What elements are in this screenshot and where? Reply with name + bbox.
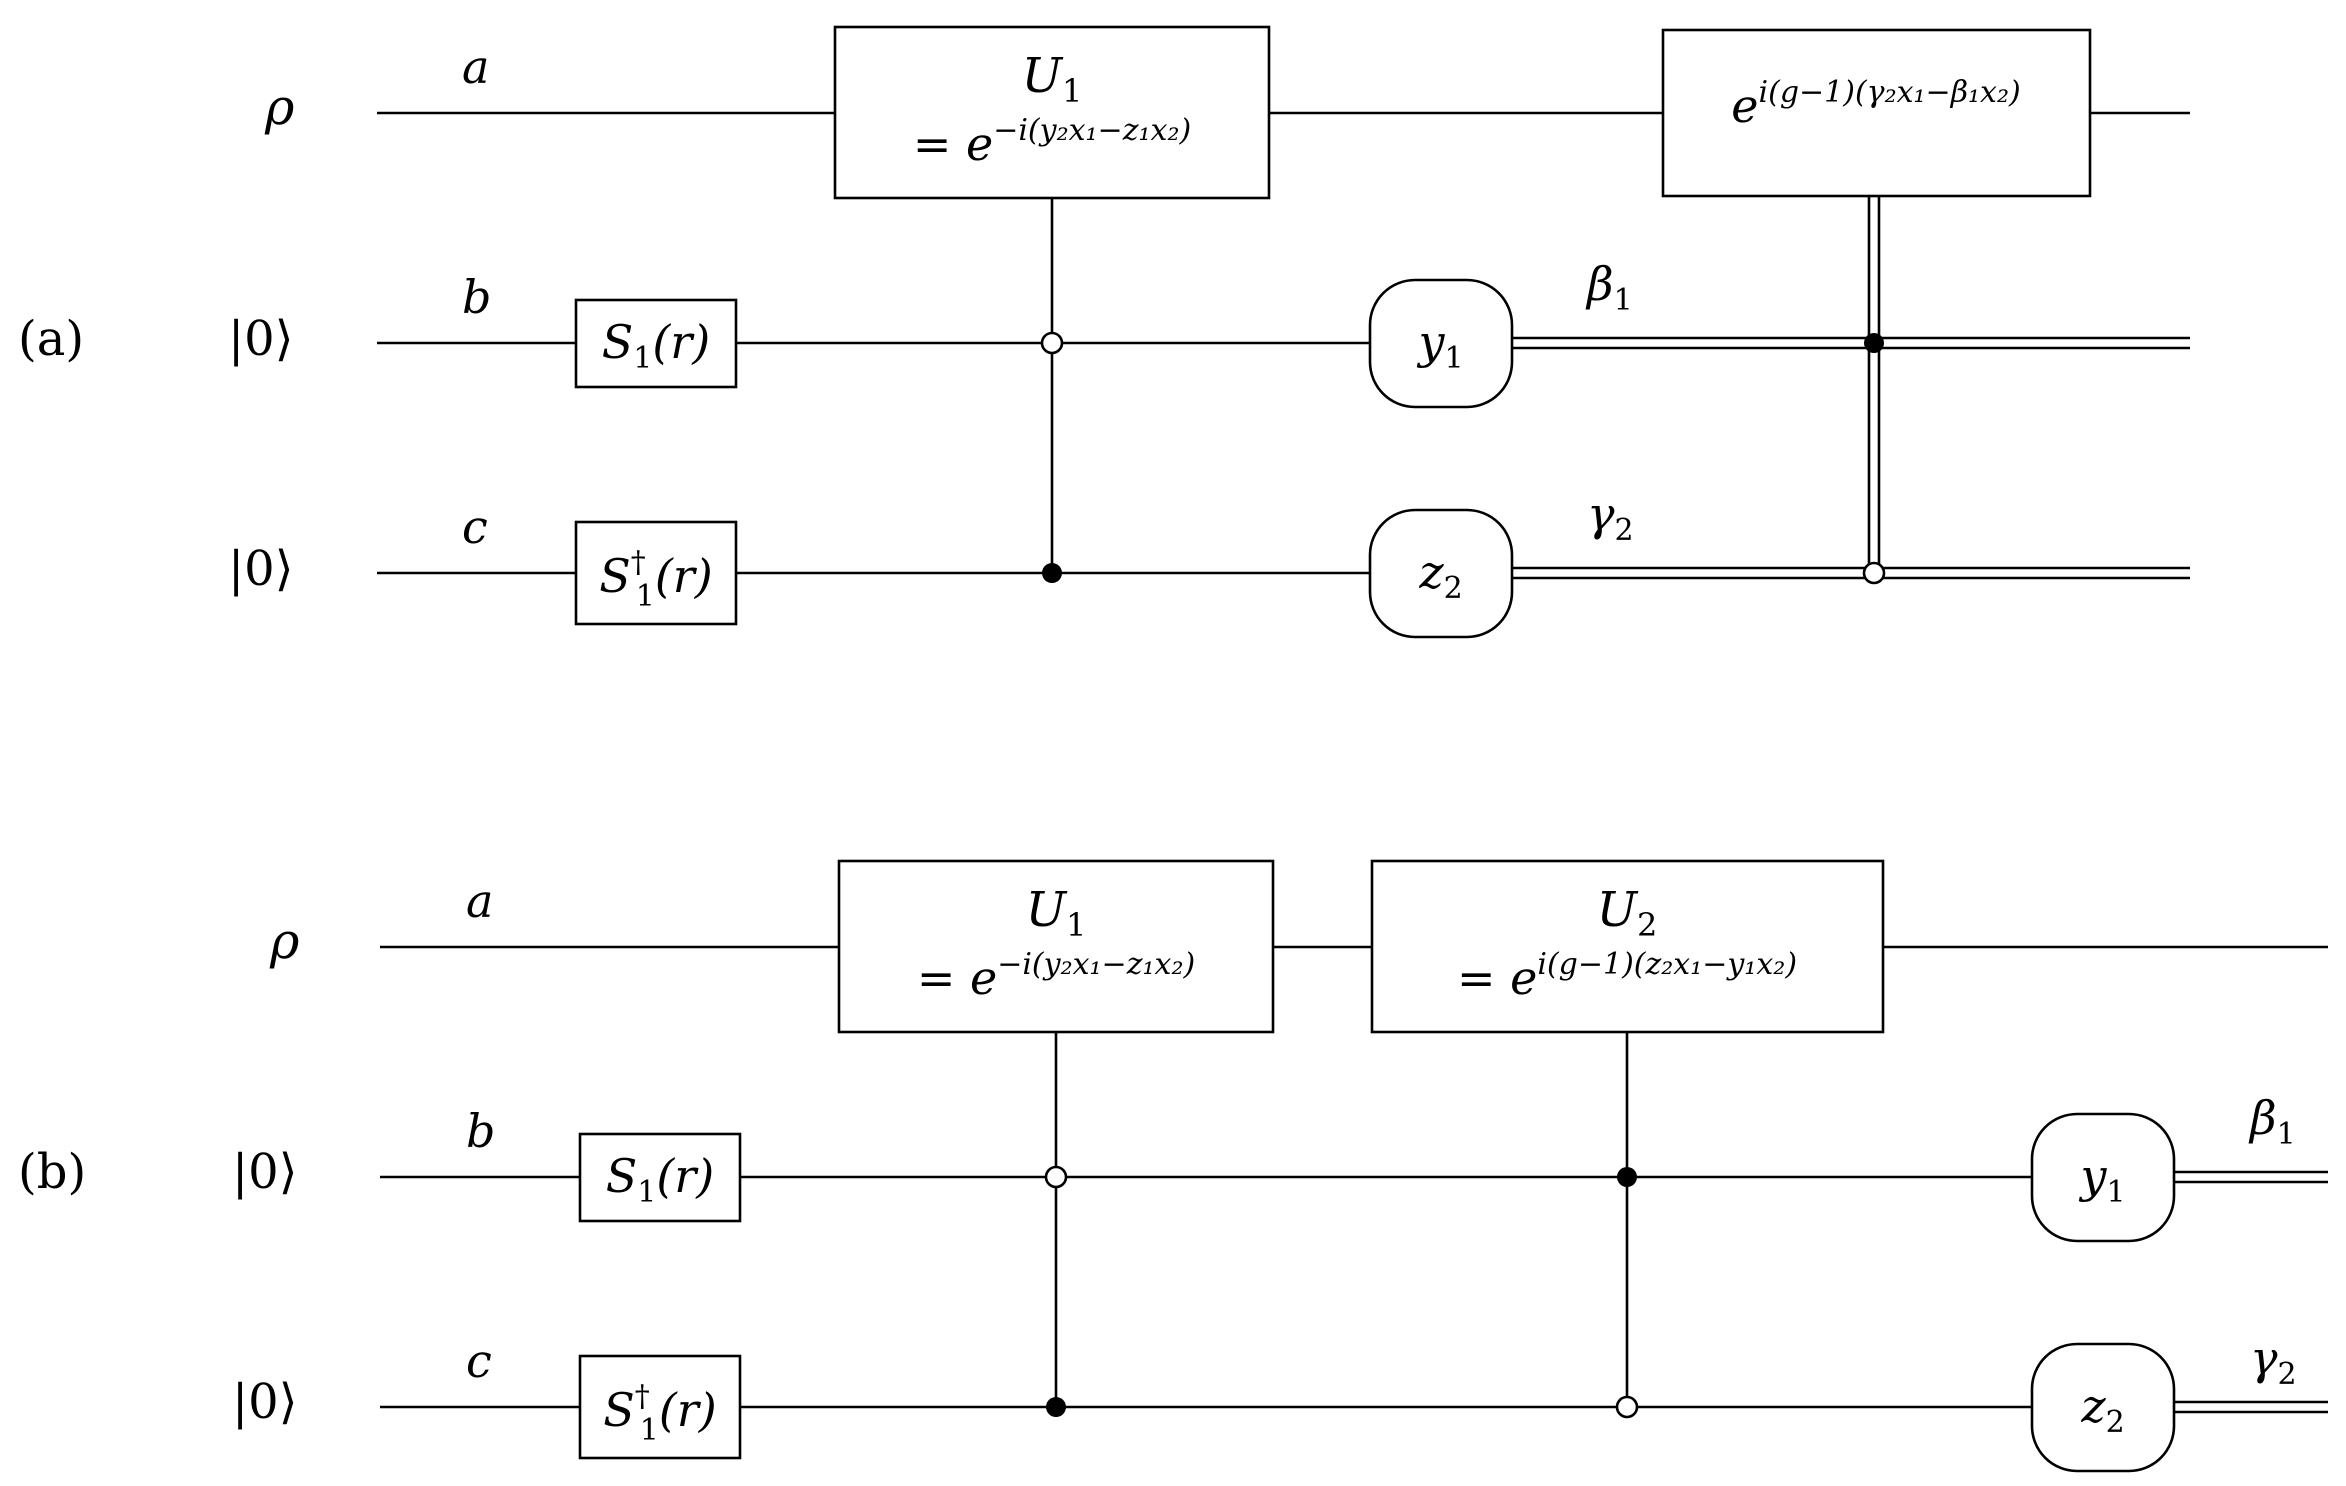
panel-a-squeezer-b: S1(r) bbox=[574, 298, 738, 389]
panel-a-wire-label-a: a bbox=[462, 40, 489, 94]
panel-b-outcome-gamma2: γ2 bbox=[2250, 1331, 2297, 1392]
panel-b-input-a: ρ bbox=[269, 912, 300, 970]
panel-b-u2-filled-control bbox=[1617, 1167, 1637, 1187]
panel-a-wire-label-b: b bbox=[462, 270, 491, 324]
panel-b-measurement-y1: y1 bbox=[2030, 1112, 2176, 1243]
panel-b-input-c: |0⟩ bbox=[232, 1374, 297, 1430]
panel-a-outcome-beta1: β1 bbox=[1585, 257, 1633, 318]
panel-b-measurement-z2: z2 bbox=[2030, 1342, 2176, 1473]
panel-b-squeezer-c: S†1(r) bbox=[578, 1354, 742, 1460]
panel-a-u1-filled-control bbox=[1042, 563, 1062, 583]
panel-b-u1-filled-control bbox=[1046, 1397, 1066, 1417]
panel-a-input-b: |0⟩ bbox=[228, 311, 293, 367]
svg-text:ei(g−1)(γ₂x₁−β₁x₂): ei(g−1)(γ₂x₁−β₁x₂) bbox=[1731, 75, 2020, 133]
panel-a-outcome-gamma2: γ2 bbox=[1587, 487, 1634, 548]
panel-b-u2-gate: U2 = ei(g−1)(z₂x₁−y₁x₂) bbox=[1370, 859, 1885, 1407]
svg-text:U2: U2 bbox=[1597, 882, 1658, 944]
panel-a-classical-wire-b bbox=[1512, 336, 2190, 350]
panel-b-u1-gate: U1 = e−i(y₂x₁−z₁x₂) bbox=[837, 859, 1275, 1407]
panel-b: (b) ρ |0⟩ |0⟩ a b c S1(r) S†1(r) U1 bbox=[18, 859, 2328, 1473]
svg-text:y1: y1 bbox=[2078, 1149, 2125, 1210]
panel-b-squeezer-b: S1(r) bbox=[578, 1132, 742, 1223]
panel-b-wire-label-c: c bbox=[466, 1334, 492, 1388]
panel-b-classical-wire-b bbox=[2174, 1170, 2328, 1184]
svg-text:S†1(r): S†1(r) bbox=[599, 545, 713, 614]
panel-b-u1-open-control bbox=[1044, 1165, 1068, 1189]
panel-a-measurement-y1: y1 bbox=[1368, 278, 1514, 409]
panel-a-input-c: |0⟩ bbox=[228, 541, 293, 597]
panel-b-wire-label-b: b bbox=[466, 1104, 495, 1158]
panel-a-measurement-z2: z2 bbox=[1368, 508, 1514, 639]
panel-a-classical-wire-c bbox=[1512, 566, 2190, 580]
panel-a-feedback-open-control bbox=[1862, 561, 1886, 585]
panel-b-input-b: |0⟩ bbox=[232, 1144, 297, 1200]
panel-b-wire-label-a: a bbox=[466, 874, 493, 928]
svg-text:= e−i(y₂x₁−z₁x₂): = e−i(y₂x₁−z₁x₂) bbox=[917, 947, 1195, 1005]
panel-a-wire-label-c: c bbox=[462, 500, 488, 554]
svg-text:S1(r): S1(r) bbox=[606, 1149, 715, 1210]
svg-text:z2: z2 bbox=[1418, 545, 1462, 606]
panel-a-label: (a) bbox=[18, 311, 84, 367]
svg-text:= e−i(y₂x₁−z₁x₂): = e−i(y₂x₁−z₁x₂) bbox=[913, 113, 1191, 171]
svg-text:U1: U1 bbox=[1026, 882, 1087, 944]
panel-a: (a) ρ |0⟩ |0⟩ a b c S1(r) S†1(r) bbox=[18, 25, 2190, 639]
panel-a-feedback-gate: ei(g−1)(γ₂x₁−β₁x₂) bbox=[1661, 28, 2092, 573]
svg-text:S†1(r): S†1(r) bbox=[603, 1379, 717, 1448]
panel-a-u1-gate: U1 = e−i(y₂x₁−z₁x₂) bbox=[833, 25, 1271, 573]
panel-b-label: (b) bbox=[18, 1144, 86, 1200]
svg-text:S1(r): S1(r) bbox=[602, 315, 711, 376]
svg-text:U1: U1 bbox=[1022, 48, 1083, 110]
panel-a-feedback-filled-control bbox=[1864, 333, 1884, 353]
panel-b-classical-wire-c bbox=[2174, 1400, 2328, 1414]
panel-a-input-a: ρ bbox=[264, 78, 295, 136]
panel-a-squeezer-c: S†1(r) bbox=[574, 520, 738, 626]
panel-a-u1-open-control bbox=[1040, 331, 1064, 355]
svg-text:y1: y1 bbox=[1416, 315, 1463, 376]
panel-b-u2-open-control bbox=[1615, 1395, 1639, 1419]
svg-text:= ei(g−1)(z₂x₁−y₁x₂): = ei(g−1)(z₂x₁−y₁x₂) bbox=[1457, 947, 1797, 1005]
svg-text:z2: z2 bbox=[2080, 1379, 2124, 1440]
panel-b-outcome-beta1: β1 bbox=[2248, 1091, 2296, 1152]
